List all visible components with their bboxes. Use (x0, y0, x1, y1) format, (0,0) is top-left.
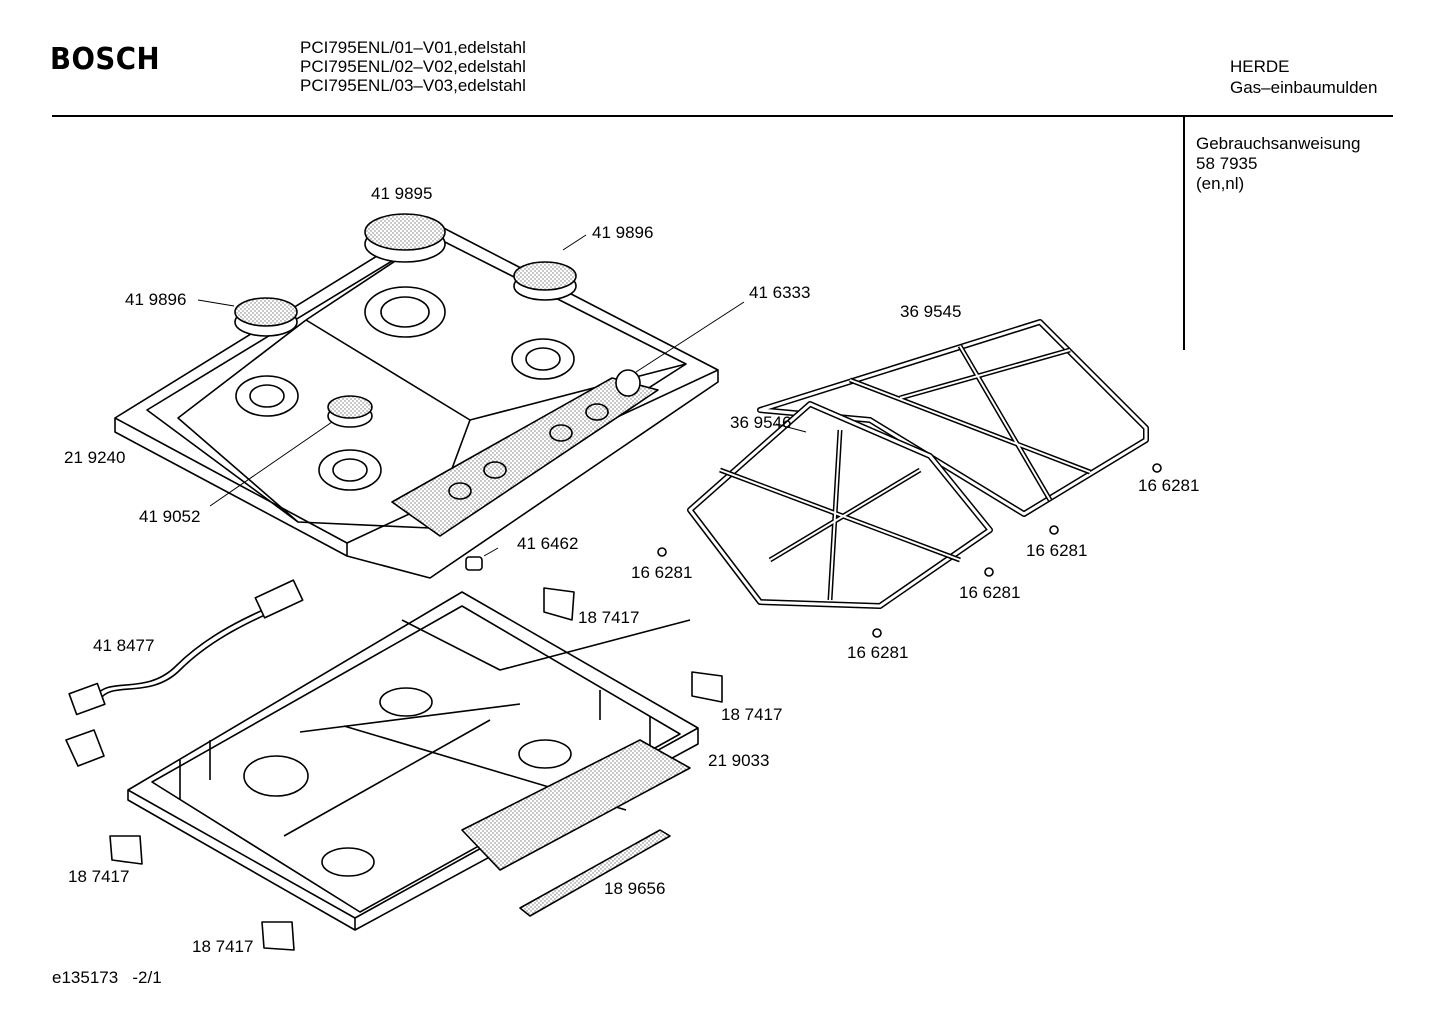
label-grate-left: 36 9546 (730, 413, 791, 432)
label-hob-top: 21 9240 (64, 448, 125, 467)
label-foot: 16 6281 (1138, 476, 1199, 495)
label-clamp: 18 7417 (68, 867, 129, 886)
doc-languages: (en,nl) (1196, 174, 1245, 193)
rubber-feet (657, 463, 1162, 638)
footer-ref: e135173 -2/1 (52, 968, 162, 988)
model-list: PCI795ENL/01–V01,edelstahl PCI795ENL/02–… (300, 38, 526, 95)
label-grate-right: 36 9545 (900, 302, 961, 321)
label-foot: 16 6281 (847, 643, 908, 662)
label-knob: 41 6333 (749, 283, 810, 302)
category-subtitle: Gas–einbaumulden (1230, 78, 1378, 97)
label-base-tray: 21 9033 (708, 751, 769, 770)
label-clamp: 18 7417 (192, 937, 253, 956)
grate-left (687, 401, 993, 609)
label-foot: 16 6281 (631, 563, 692, 582)
label-foot: 16 6281 (1026, 541, 1087, 560)
label-burner-cap-small: 41 9052 (139, 507, 200, 526)
hob-top (114, 221, 719, 579)
spacer-part (465, 556, 483, 571)
model-line: PCI795ENL/03–V03,edelstahl (300, 76, 526, 95)
mains-cable (68, 579, 304, 716)
clamps (109, 587, 723, 951)
drawing-number: e135173 (52, 968, 119, 987)
page-number: -2/1 (132, 968, 162, 987)
label-foot: 16 6281 (959, 583, 1020, 602)
label-burner-cap-left: 41 9896 (125, 290, 186, 309)
model-line: PCI795ENL/02–V02,edelstahl (300, 57, 526, 76)
model-line: PCI795ENL/01–V01,edelstahl (300, 38, 526, 57)
doc-title: Gebrauchsanweisung (1196, 134, 1361, 153)
label-burner-cap-right: 41 9896 (592, 223, 653, 242)
category-title: HERDE (1230, 57, 1290, 76)
burner-caps (234, 213, 577, 428)
label-spacer: 41 6462 (517, 534, 578, 553)
label-burner-cap-large: 41 9895 (371, 184, 432, 203)
seal-strip (519, 829, 671, 917)
base-tray (127, 591, 699, 931)
category-block: HERDE Gas–einbaumulden (1230, 56, 1377, 98)
doc-number: 58 7935 (1196, 154, 1258, 173)
documentation-block: Gebrauchsanweisung 58 7935 (en,nl) (1196, 134, 1360, 194)
label-mains-cable: 41 8477 (93, 636, 154, 655)
igniter-part (65, 729, 105, 767)
leader-lines (197, 234, 807, 557)
label-clamp: 18 7417 (578, 608, 639, 627)
grate-right (757, 319, 1149, 517)
label-clamp: 18 7417 (721, 705, 782, 724)
label-seal-strip: 18 9656 (604, 879, 665, 898)
brand-logo: BOSCH (50, 42, 161, 77)
